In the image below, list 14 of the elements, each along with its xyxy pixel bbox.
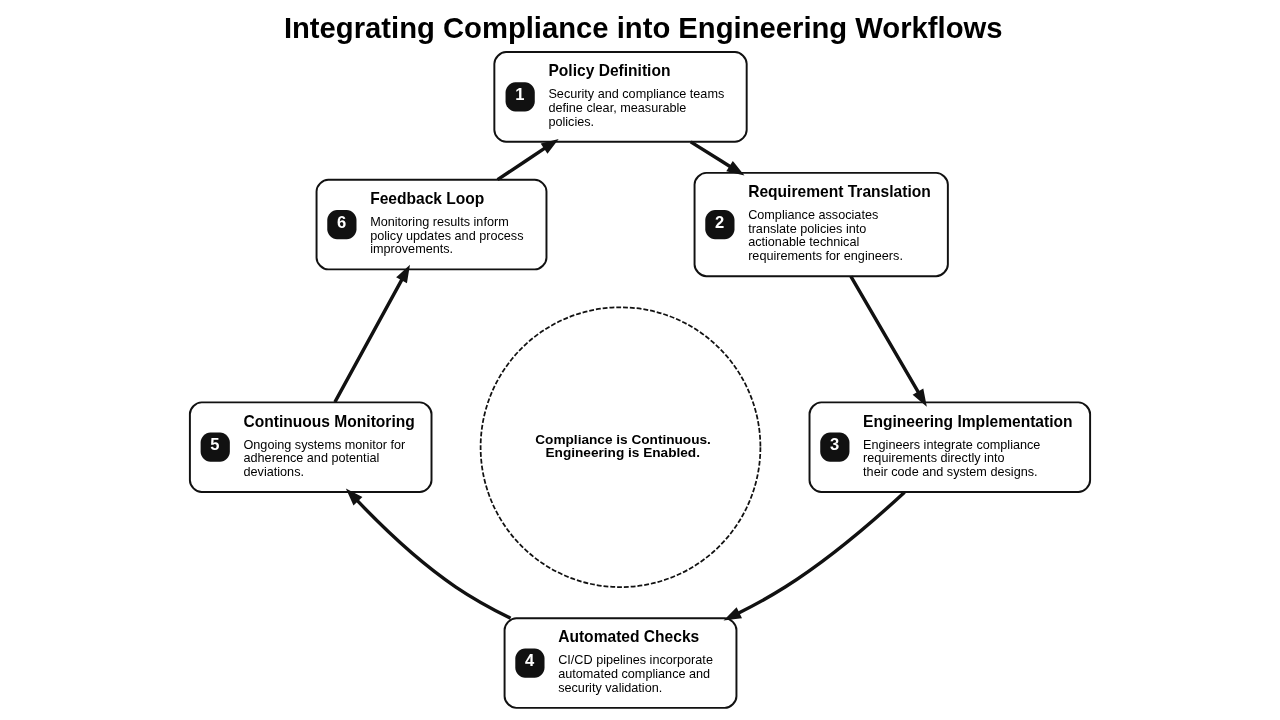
- arrow: [345, 488, 512, 620]
- arrow: [496, 138, 559, 182]
- node-box: 1 Policy Definition Security and compliance teams define clear, measurable policies.: [493, 51, 748, 143]
- diagram-title: Integrating Compliance into Engineering Workflows: [283, 12, 1003, 45]
- arrow: [333, 264, 410, 403]
- node-box: 3 Engineering Implementation Engineers integrate compliance requirements directly into their code and system designs.: [808, 401, 1092, 493]
- node-box: 5 Continuous Monitoring Ongoing systems monitor for adherence and potential deviations.: [188, 401, 433, 493]
- arrow: [689, 140, 745, 176]
- node-box: 6 Feedback Loop Monitoring results inform policy updates and process improvements.: [315, 178, 548, 271]
- node-box: 2 Requirement Translation Compliance associates translate policies into actionable technical requirements for engineers.: [693, 171, 949, 278]
- node-box: 4 Automated Checks CI/CD pipelines incorporate automated compliance and security validation.: [503, 617, 738, 709]
- arrow: [723, 490, 906, 621]
- node-circle: Compliance is Continuous. Engineering is Enabled.: [479, 306, 762, 588]
- arrow: [849, 275, 927, 407]
